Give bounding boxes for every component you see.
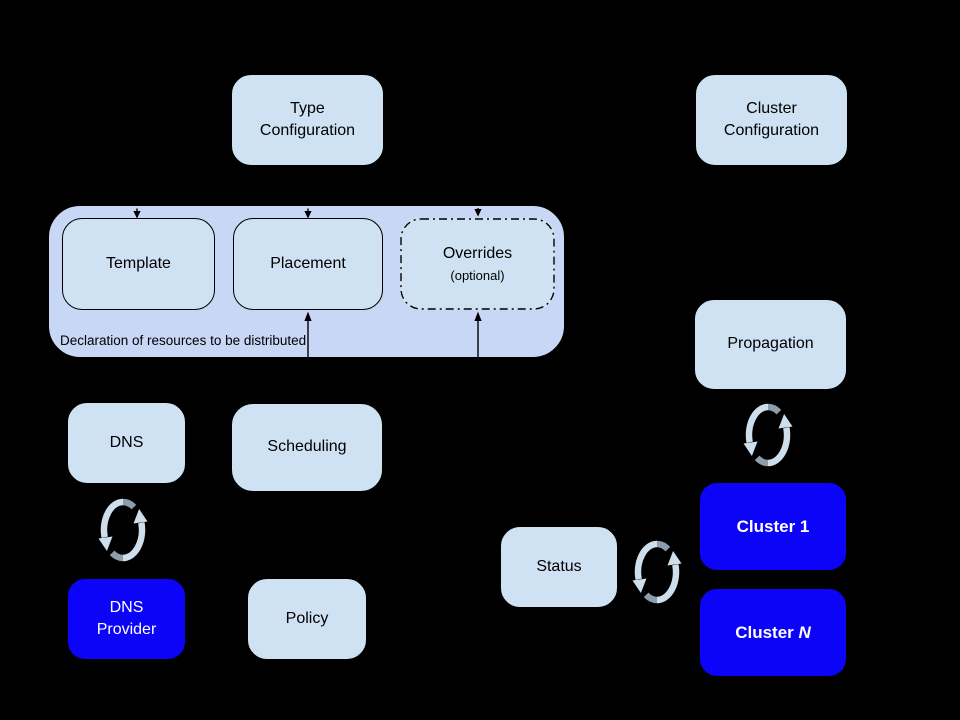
- group-caption: Declaration of resources to be distribut…: [60, 333, 307, 348]
- node-status: Status: [500, 526, 618, 608]
- sync-icon: [743, 403, 793, 467]
- sync-icon: [98, 498, 148, 562]
- node-label: DNS Provider: [96, 598, 157, 638]
- node-label: Propagation: [727, 335, 814, 353]
- node-policy: Policy: [247, 578, 367, 660]
- node-propagation: Propagation: [694, 299, 847, 390]
- node-label: Cluster 1: [736, 516, 810, 536]
- node-overrides: Overrides (optional): [400, 218, 555, 310]
- node-label: DNS: [109, 433, 144, 451]
- node-label-variable: N: [798, 622, 811, 642]
- node-cluster-1: Cluster 1: [699, 482, 847, 571]
- node-template: Template: [62, 218, 215, 310]
- node-scheduling: Scheduling: [231, 403, 383, 492]
- dash-dot-border: [400, 218, 555, 310]
- node-label: Scheduling: [267, 438, 347, 456]
- node-label: Placement: [270, 254, 346, 272]
- node-label: Status: [536, 557, 582, 575]
- node-dns-provider: DNS Provider: [67, 578, 186, 660]
- node-placement: Placement: [233, 218, 383, 310]
- node-label: Cluster N: [735, 621, 811, 644]
- node-label: Policy: [285, 609, 329, 627]
- node-label-prefix: Cluster: [735, 622, 799, 642]
- node-type-configuration: Type Configuration: [231, 74, 384, 166]
- node-sublabel: (optional): [450, 267, 505, 283]
- sync-icon: [632, 540, 682, 604]
- node-label: Overrides: [442, 245, 513, 263]
- node-label: Type Configuration: [259, 99, 356, 139]
- node-label: Cluster Configuration: [723, 99, 820, 139]
- node-cluster-configuration: Cluster Configuration: [695, 74, 848, 166]
- node-label: Template: [106, 254, 171, 272]
- node-cluster-n: Cluster N: [699, 588, 847, 677]
- node-dns: DNS: [67, 402, 186, 484]
